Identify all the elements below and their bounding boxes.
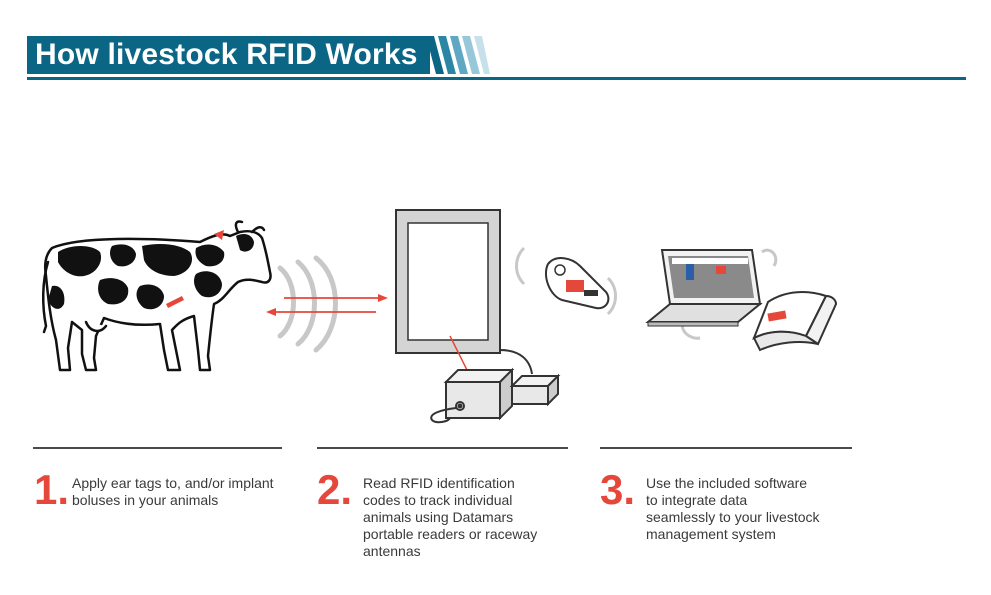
divider-step-3	[600, 447, 852, 449]
radio-waves-left	[277, 255, 338, 353]
divider-step-1	[33, 447, 282, 449]
header-bar: How livestock RFID Works	[27, 36, 430, 74]
step-2-number: 2.	[317, 466, 353, 513]
reader-unit	[430, 367, 561, 424]
raceway-antenna	[395, 209, 533, 382]
step-3: 3. Use the included software to integrat…	[600, 466, 820, 543]
step-2-text: Read RFID identification codes to track …	[363, 475, 538, 559]
page-title: How livestock RFID Works	[35, 38, 418, 71]
step-3-text: Use the included software to integrate d…	[646, 475, 820, 542]
portable-reader	[515, 246, 617, 316]
step-1-number: 1.	[34, 466, 70, 513]
step-3-number: 3.	[600, 466, 636, 513]
step-1-text: Apply ear tags to, and/or implant boluse…	[72, 475, 274, 508]
cow-illustration	[41, 220, 272, 372]
laptop	[645, 248, 778, 340]
step-1: 1. Apply ear tags to, and/or implant bol…	[34, 466, 274, 513]
header-rule	[27, 77, 966, 80]
book	[752, 291, 838, 352]
header-stripes-decoration	[426, 36, 490, 74]
divider-step-2	[317, 447, 568, 449]
step-2: 2. Read RFID identification codes to tra…	[317, 466, 538, 560]
signal-arrows	[266, 294, 388, 316]
